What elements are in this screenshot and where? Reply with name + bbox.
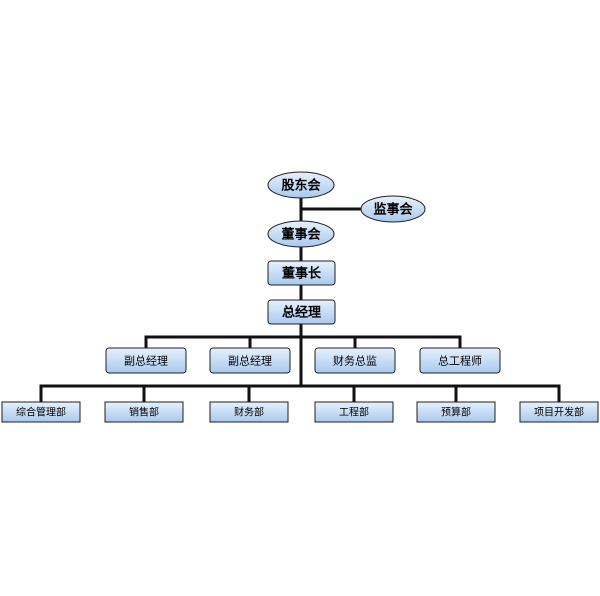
dept-finance-label: 财务部 [234,406,264,419]
dept-engineering-label: 工程部 [339,406,369,419]
deputy-gm-1-box [105,347,187,374]
node-chairman[interactable]: 董事长 [267,260,336,286]
shareholders-oval [267,171,335,199]
supervisory-board-label: 监事会 [373,202,413,218]
cfo-label: 财务总监 [333,354,377,368]
supervisory-board-oval [360,195,426,223]
node-deputy-gm-2[interactable]: 副总经理 [209,347,291,374]
node-dept-sales[interactable]: 销售部 [104,401,184,423]
dept-project-dev-box [519,401,599,423]
chairman-box [267,260,336,286]
chairman-label: 董事长 [282,266,322,282]
node-deputy-gm-1[interactable]: 副总经理 [105,347,187,374]
deputy-gm-1-label: 副总经理 [124,354,168,368]
node-chief-engineer[interactable]: 总工程师 [419,347,501,374]
node-general-manager[interactable]: 总经理 [267,299,336,325]
node-cfo[interactable]: 财务总监 [314,347,396,374]
node-supervisory-board[interactable]: 监事会 [360,195,426,223]
deputy-gm-2-label: 副总经理 [228,354,272,368]
node-dept-budget[interactable]: 预算部 [416,401,496,423]
dept-budget-label: 预算部 [441,406,471,419]
dept-engineering-box [314,401,394,423]
node-dept-finance[interactable]: 财务部 [209,401,289,423]
general-manager-box [267,299,336,325]
dept-sales-label: 销售部 [129,406,159,419]
board-label: 董事会 [281,227,321,243]
node-dept-project-dev[interactable]: 项目开发部 [519,401,599,423]
dept-budget-box [416,401,496,423]
dept-finance-box [209,401,289,423]
cfo-box [314,347,396,374]
shareholders-label: 股东会 [281,178,321,194]
node-dept-general-admin[interactable]: 综合管理部 [1,401,81,423]
chief-engineer-label: 总工程师 [438,354,482,368]
general-manager-label: 总经理 [282,305,321,321]
board-oval [267,220,335,248]
dept-general-admin-label: 综合管理部 [16,406,66,419]
dept-general-admin-box [1,401,81,423]
node-shareholders[interactable]: 股东会 [267,171,335,199]
connector-lines [39,196,561,404]
deputy-gm-2-box [209,347,291,374]
dept-project-dev-label: 项目开发部 [534,406,584,419]
chief-engineer-box [419,347,501,374]
node-dept-engineering[interactable]: 工程部 [314,401,394,423]
dept-sales-box [104,401,184,423]
node-board[interactable]: 董事会 [267,220,335,248]
